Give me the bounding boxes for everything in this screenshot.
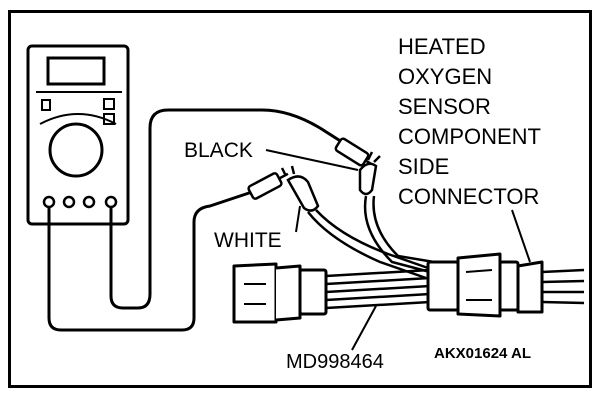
harness-left-connector xyxy=(232,262,328,324)
connector-title-line-6: CONNECTOR xyxy=(398,184,540,209)
white-test-lead xyxy=(47,190,253,332)
multimeter-display xyxy=(46,56,106,86)
white-lead-label: WHITE xyxy=(214,229,282,252)
multimeter-jack-3 xyxy=(82,195,96,209)
leader-lines xyxy=(265,149,531,351)
black-clip xyxy=(358,162,378,196)
test-leads xyxy=(47,108,343,332)
black-leader xyxy=(265,149,359,171)
connector-title-line-5: SIDE xyxy=(398,154,450,179)
black-test-lead xyxy=(109,108,343,310)
multimeter xyxy=(26,44,130,226)
multimeter-dial xyxy=(48,122,104,178)
multimeter-jack-1 xyxy=(42,195,56,209)
figure-code: AKX01624 AL xyxy=(434,345,531,362)
multimeter-body xyxy=(26,44,130,226)
white-clip xyxy=(286,175,320,212)
tool-part-number: MD998464 xyxy=(286,351,384,373)
connector-title-line-3: SENSOR xyxy=(398,94,491,119)
multimeter-mode-indicator xyxy=(41,99,51,111)
alligator-clips xyxy=(280,151,381,212)
tool-leader xyxy=(351,305,377,351)
multimeter-jack-4 xyxy=(104,195,118,209)
sensor-side-wires xyxy=(541,268,585,305)
harness-wires xyxy=(307,195,435,280)
white-leader xyxy=(295,205,301,233)
connector-title-line-4: COMPONENT xyxy=(398,124,541,149)
connector-leader xyxy=(511,209,531,263)
connector-title-line-1: HEATED xyxy=(398,34,486,59)
multimeter-button xyxy=(103,98,115,110)
harness-bundle xyxy=(325,268,431,310)
black-lead-label: BLACK xyxy=(184,139,253,162)
multimeter-jack-2 xyxy=(62,195,76,209)
harness-right-connector xyxy=(426,252,544,318)
connector-title-line-2: OXYGEN xyxy=(398,64,493,89)
test-harness xyxy=(232,252,585,324)
